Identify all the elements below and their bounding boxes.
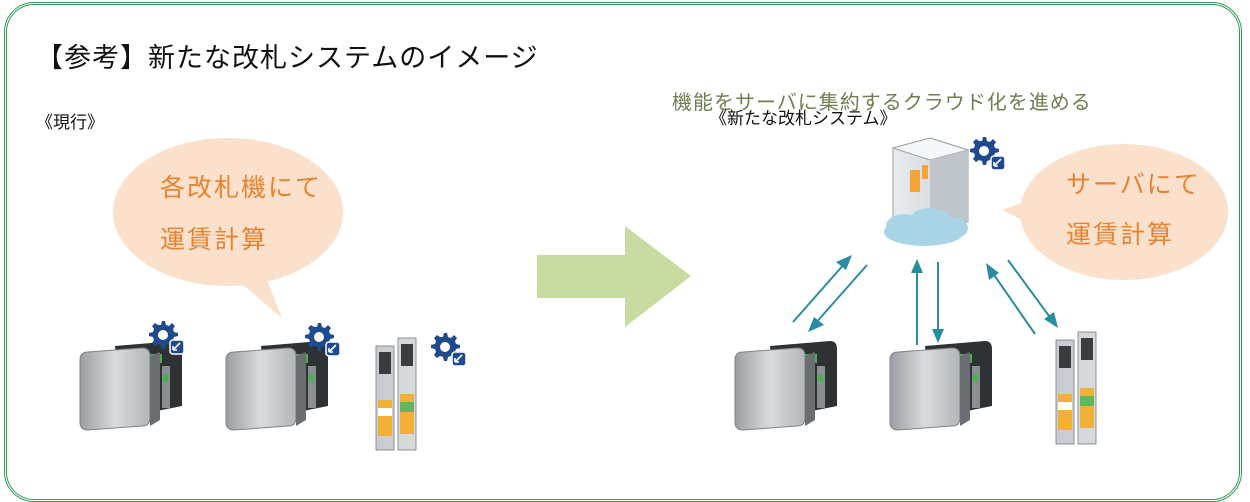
left-bubble-line2: 運賃計算 bbox=[160, 225, 269, 254]
gear-icon bbox=[969, 136, 1006, 171]
left-bubble-text: 各改札機にて 運賃計算 bbox=[160, 162, 322, 266]
transition-arrow bbox=[537, 226, 691, 327]
left-speech-bubble bbox=[113, 138, 343, 318]
current-gate-3 bbox=[375, 337, 417, 451]
new-gate-1 bbox=[734, 340, 838, 431]
right-bubble-text: サーバにて 運賃計算 bbox=[1066, 160, 1201, 260]
new-gate-3 bbox=[1055, 331, 1097, 445]
right-speech-bubble bbox=[1002, 144, 1228, 280]
new-system-label: 《新たな改札システム》 bbox=[710, 109, 897, 129]
current-system-label: 《現行》 bbox=[36, 113, 104, 133]
diagram-canvas bbox=[79, 136, 1228, 451]
left-bubble-line1: 各改札機にて bbox=[160, 173, 323, 202]
current-gate-2 bbox=[225, 340, 329, 431]
current-gate-1 bbox=[79, 340, 183, 431]
cloud-caption: 機能をサーバに集約するクラウド化を進める bbox=[672, 90, 1092, 114]
new-gate-2 bbox=[889, 340, 993, 431]
gear-icon bbox=[430, 332, 467, 367]
cloud-icon bbox=[884, 208, 968, 246]
right-bubble-line2: 運賃計算 bbox=[1066, 220, 1175, 249]
page-title: 【参考】新たな改札システムのイメージ bbox=[36, 43, 539, 74]
right-bubble-line1: サーバにて bbox=[1066, 170, 1201, 199]
connection-arrows bbox=[792, 255, 1058, 345]
